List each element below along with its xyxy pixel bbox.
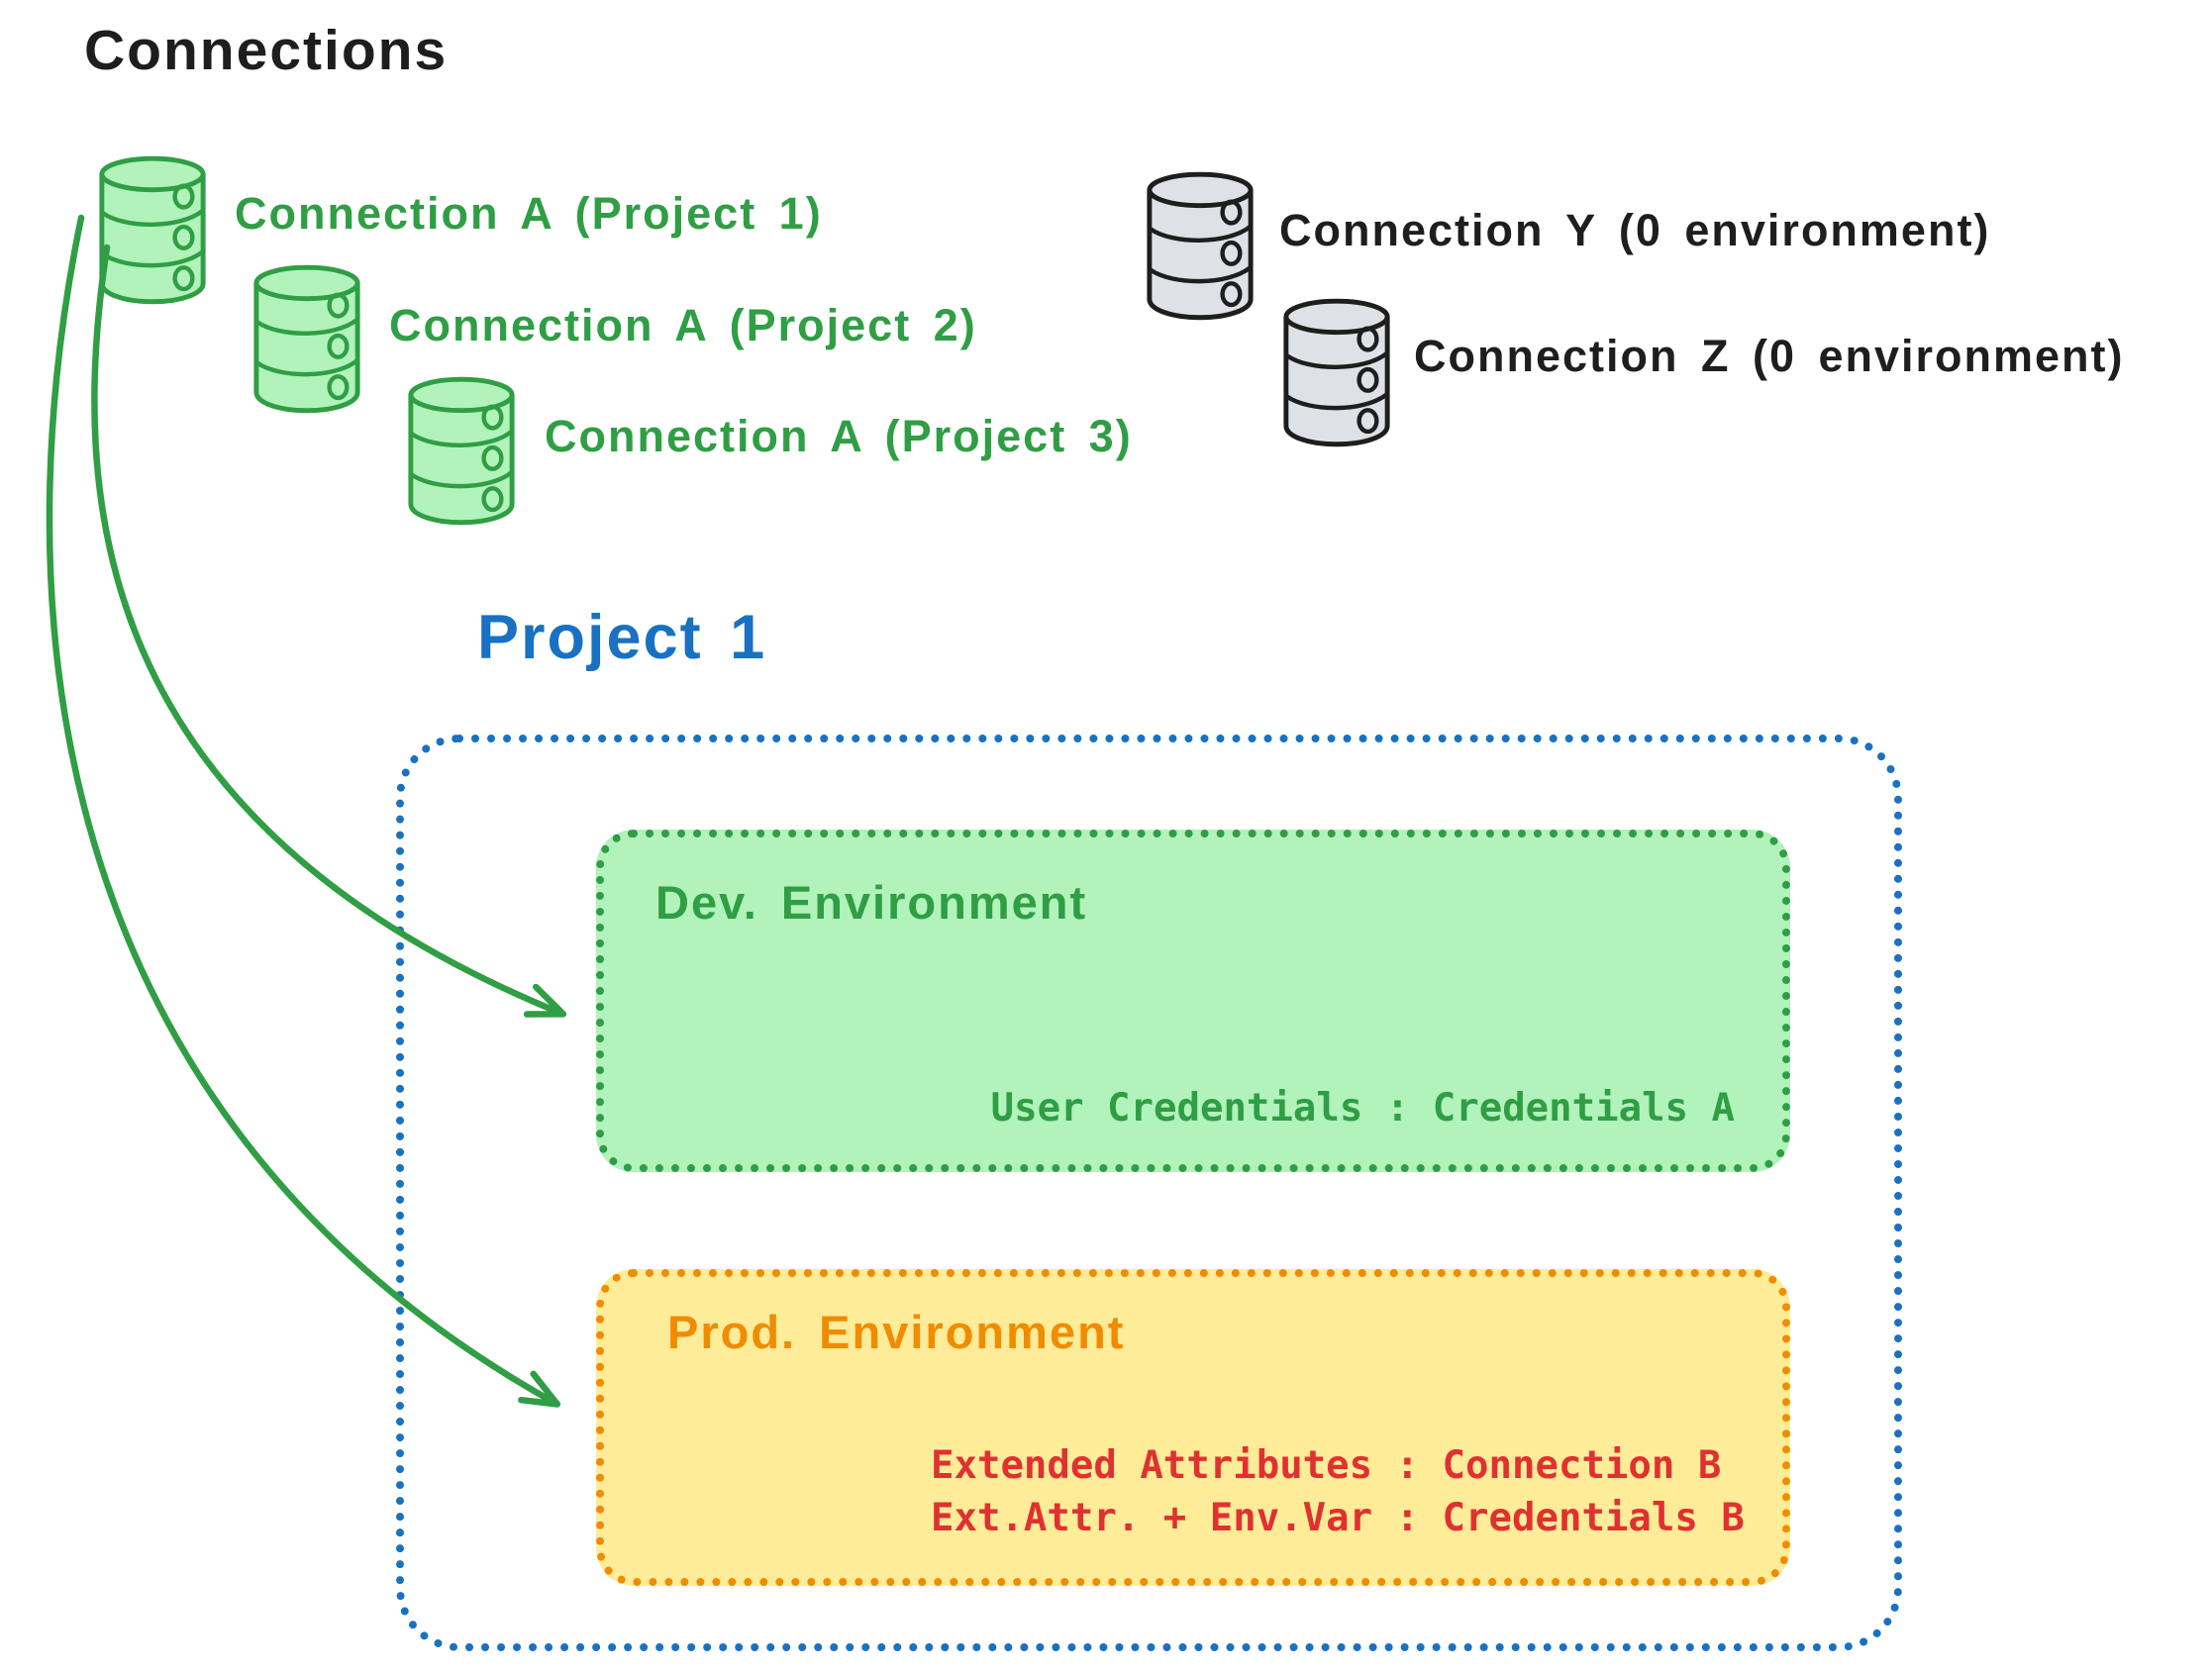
database-icon bbox=[1142, 166, 1258, 323]
database-icon bbox=[94, 150, 211, 307]
connection-label: Connection Y (0 environment) bbox=[1279, 205, 1991, 255]
connection-label: Connection A (Project 3) bbox=[545, 411, 1133, 461]
connection-label: Connection Z (0 environment) bbox=[1414, 331, 2125, 381]
connection-label: Connection A (Project 2) bbox=[389, 300, 977, 350]
prod-mappings: Extended Attributes : Connection B Ext.A… bbox=[931, 1439, 1745, 1544]
dev-environment-title: Dev. Environment bbox=[655, 876, 1088, 929]
prod-mapping-line: Ext.Attr. + Env.Var : Credentials B bbox=[931, 1496, 1745, 1540]
prod-environment-title: Prod. Environment bbox=[667, 1306, 1126, 1358]
connection-label: Connection A (Project 1) bbox=[235, 188, 823, 239]
diagram-title: Connections bbox=[84, 19, 449, 82]
prod-environment-box: Prod. Environment Extended Attributes : … bbox=[596, 1269, 1790, 1586]
database-icon bbox=[403, 371, 520, 528]
dev-credentials-mapping: User Credentials : Credentials A bbox=[990, 1086, 1735, 1131]
prod-mapping-line: Extended Attributes : Connection B bbox=[931, 1443, 1722, 1488]
dev-environment-box: Dev. Environment User Credentials : Cred… bbox=[596, 830, 1790, 1172]
project-1-title: Project 1 bbox=[477, 603, 767, 672]
database-icon bbox=[249, 259, 365, 416]
database-icon bbox=[1278, 293, 1395, 449]
